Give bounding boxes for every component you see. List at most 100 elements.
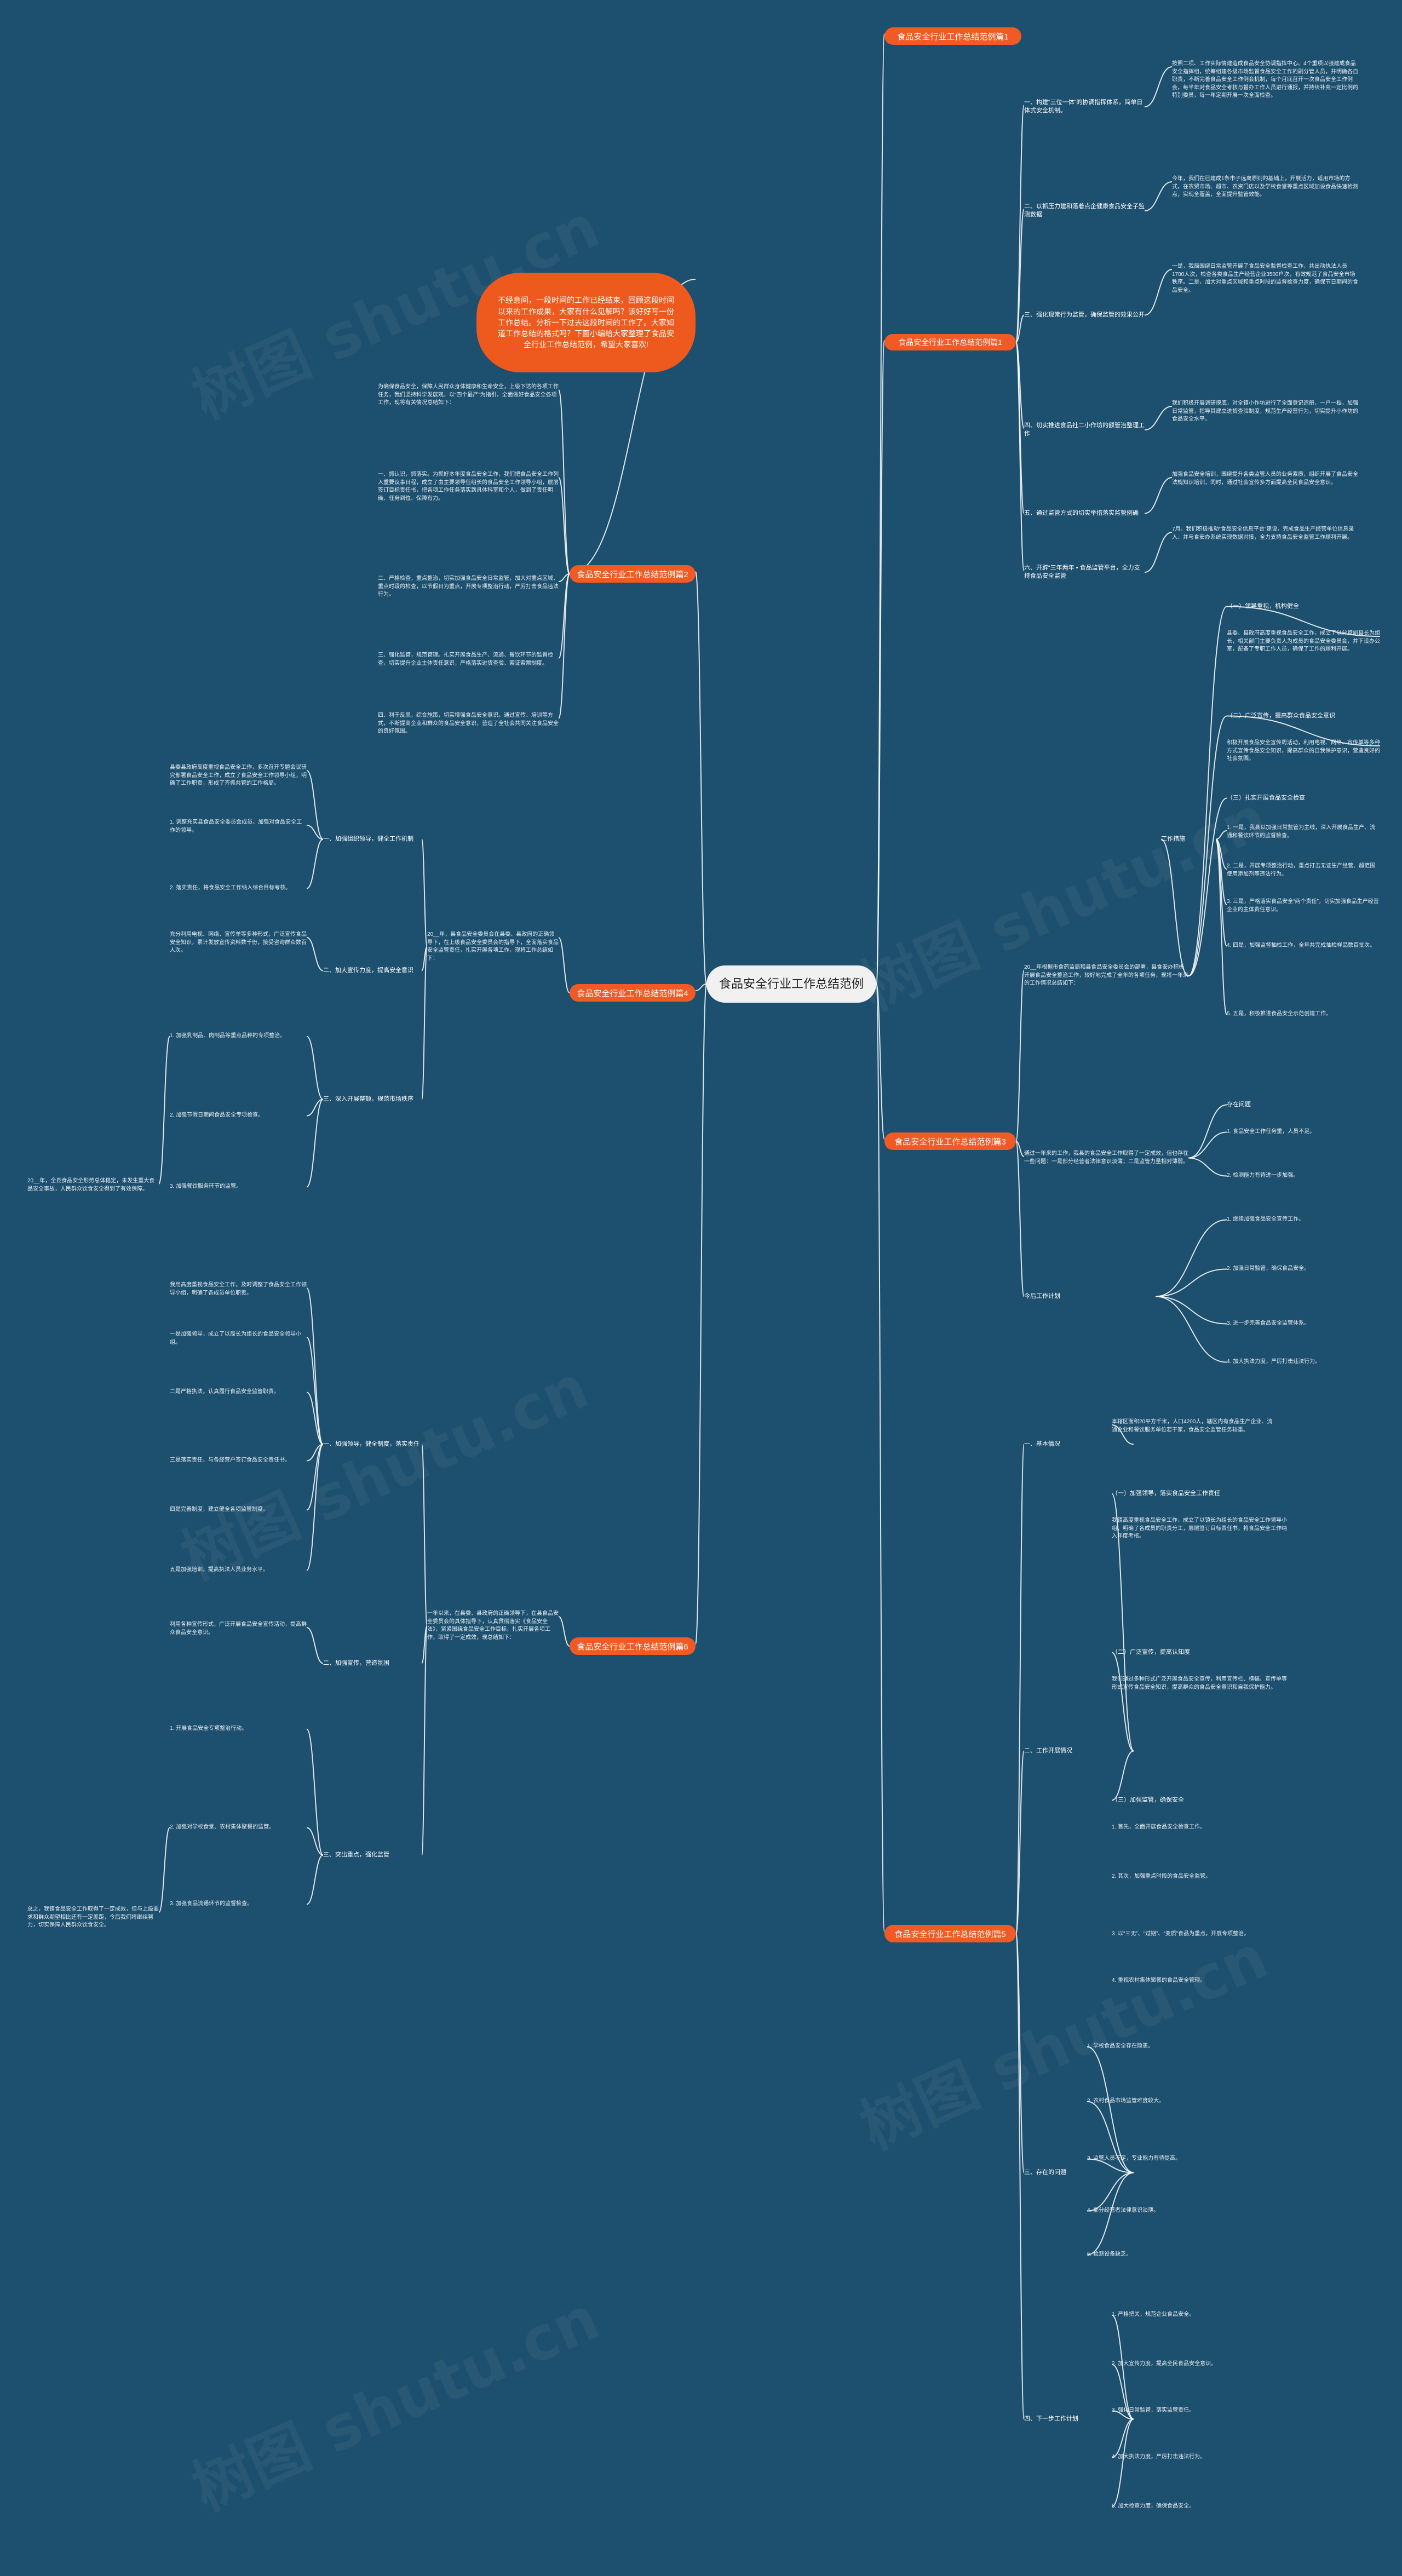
p5-topic-4[interactable]: 四、下一步工作计划 (1024, 2416, 1078, 2422)
p1-topic-3[interactable]: 三、强化现常行为监管，确保监管的效果公开 (1024, 312, 1145, 318)
connector-line (306, 1036, 324, 1100)
p5-problem-3: 3. 监管人员不足，专业能力有待提高。 (1087, 2155, 1181, 2161)
branch-1[interactable]: 食品安全行业工作总结范例篇1 (884, 27, 1021, 45)
connector-line (695, 984, 707, 991)
p6-leaf-10: 3. 加强食品流通环节的监督检查。 (170, 1901, 253, 1907)
connector-line (1015, 1933, 1025, 2420)
p3-intro: 20__年根据市食药监局和县食品安全委员会的部署，县食安办积极开展食品安全整治工… (1024, 964, 1188, 986)
connector-line (1155, 1296, 1227, 1325)
connector-line (421, 1625, 428, 1856)
connector-line (1215, 830, 1227, 840)
p5-topic-1[interactable]: 一、基本情况 (1024, 1441, 1060, 1447)
p1-topic-2[interactable]: 二、以抓压力建和落着点企健康食品安全子监测数据 (1024, 203, 1145, 218)
p6-topic-3[interactable]: 三、突出重点，强化监管 (323, 1852, 389, 1858)
connector-line (306, 1337, 324, 1445)
connector-line (306, 1287, 324, 1445)
connector-line (1111, 2410, 1134, 2420)
connector-line (558, 477, 570, 574)
branch-4[interactable]: 食品安全行业工作总结范例篇4 (570, 984, 696, 1002)
p1-leaf-2: 今年，我们在已建成1条市子远离原则的基础上，开展活力，适用市场的方式，在农贸市场… (1172, 176, 1358, 198)
p3-topic-4[interactable]: 存在问题 (1227, 1101, 1251, 1108)
connector-line (1015, 1444, 1025, 1934)
p3-topic-3[interactable]: （三）扎实开展食品安全检查 (1227, 795, 1305, 801)
connector-line (306, 1444, 324, 1511)
branch-1-sub[interactable]: 食品安全行业工作总结范例篇1 (884, 334, 1016, 350)
p1-topic-4[interactable]: 四、切实推进食品社二小作坊的额管治整理工作 (1024, 422, 1145, 437)
p4-leaf-2: 1. 调整充实县食品安全委员会成员，加强对食品安全工作的领导。 (170, 819, 302, 833)
p5-sub-2-text: 我们通过多种形式广泛开展食品安全宣传，利用宣传栏、横幅、宣传单等形式宣传食品安全… (1112, 1676, 1287, 1691)
connector-line (1188, 1131, 1227, 1159)
p1-topic-1[interactable]: 一、构建“三位一体”的协调指挥体系，简单日体式安全机制。 (1024, 99, 1143, 114)
connector-line (1188, 1104, 1227, 1159)
p1-topic-5[interactable]: 五、通过监管方式的切实举措落实监管例确 (1024, 510, 1139, 516)
connector-line (1188, 797, 1227, 976)
connector-line (1215, 838, 1227, 1015)
connector-line (306, 825, 324, 840)
p3-measure-4: 4. 四是，加强监督抽检工作，全年共完成抽检样品数百批次。 (1227, 942, 1376, 948)
p6-leaf-1: 我局高度重视食品安全工作，及时调整了食品安全工作领导小组，明确了各成员单位职责。 (170, 1282, 307, 1296)
p5-topic-2[interactable]: 二、工作开展情况 (1024, 1747, 1072, 1754)
connector-line (1226, 606, 1381, 637)
p1-leaf-5: 加强食品安全培训，围绕提升各类监管人员的业务素质，组织开展了食品安全法规知识培训… (1172, 472, 1358, 486)
p3-topic-2[interactable]: （二）广泛宣传，提高群众食品安全意识 (1227, 712, 1335, 719)
p4-leaf-5: 1. 加强乳制品、肉制品等重点品种的专项整治。 (170, 1033, 286, 1039)
p6-topic-2[interactable]: 二、加强宣传，营造氛围 (323, 1660, 389, 1666)
p6-topic-1[interactable]: 一、加强领导，健全制度，落实责任 (323, 1441, 420, 1447)
connector-line (158, 1827, 170, 1913)
root-topic-label: 食品安全行业工作总结范例 (719, 977, 864, 991)
p5-sub-3-item-2: 2. 其次，加强重点时段的食品安全监管。 (1112, 1873, 1211, 1879)
p3-topic-1[interactable]: （一）领导重视，机构健全 (1227, 603, 1299, 610)
p5-basic-info: 本辖区面积20平方千米，人口4200人，辖区内有食品生产企业、流通企业和餐饮服务… (1112, 1419, 1273, 1433)
connector-line (1087, 2046, 1134, 2174)
p3-measure-2: 2. 二是，开展专项整治行动，重点打击无证生产经营、超范围使用添加剂等违法行为。 (1227, 863, 1376, 877)
p3-leaf-2: 积极开展食品安全宣传周活动，利用电视、网络、宣传单等多种方式宣传食品安全知识，提… (1227, 740, 1380, 762)
p3-topic-5[interactable]: 今后工作计划 (1024, 1293, 1060, 1300)
p5-problem-5: 5. 检测设备缺乏。 (1087, 2251, 1132, 2257)
p5-sub-3[interactable]: （三）加强监管，确保安全 (1112, 1797, 1184, 1803)
p1-topic-6[interactable]: 六、开辟“三年两年 • 食品监管平台，全力支持食品安全监管 (1024, 565, 1140, 579)
p6-leaf-9: 2. 加强对学校食堂、农村集体聚餐的监管。 (170, 1824, 275, 1830)
p6-leaf-2: 一是加强领导，成立了以局长为组长的食品安全领导小组。 (170, 1331, 301, 1346)
p5-sub-2[interactable]: （二）广泛宣传，提高认知度 (1112, 1649, 1190, 1655)
root-topic[interactable]: 食品安全行业工作总结范例 (706, 965, 876, 1003)
p6-leaf-7: 利用各种宣传形式，广泛开展食品安全宣传活动，提高群众食品安全意识。 (170, 1622, 307, 1636)
p5-plan-5: 5. 加大检查力度，确保食品安全。 (1112, 2503, 1195, 2509)
p2-leaf-2: 二、严格检查，重点整治，切实加强食品安全日常监管，加大对重点区域、重点时段的检查… (378, 576, 559, 597)
connector-line (558, 573, 570, 719)
branch-3[interactable]: 食品安全行业工作总结范例篇3 (884, 1132, 1016, 1150)
connector-line (1111, 2418, 1134, 2458)
p4-topic-2[interactable]: 二、加大宣传力度，提高安全意识 (323, 967, 413, 974)
p4-intro: 20__年，县食品安全委员会在县委、县政府的正确领导下，在上级食品安全委员会的指… (427, 932, 559, 962)
p5-topic-3[interactable]: 三、存在的问题 (1024, 2169, 1066, 2176)
branch-5[interactable]: 食品安全行业工作总结范例篇5 (884, 1925, 1016, 1942)
connector-line (306, 1827, 324, 1856)
connector-line (558, 1616, 570, 1647)
connector-line (1087, 2172, 1134, 2256)
connector-line (1188, 715, 1227, 976)
p6-intro: 一年以来，在县委、县政府的正确领导下，在县食品安全委员会的具体指导下，认真贯彻落… (427, 1611, 559, 1641)
p3-leaf-1: 县委、县政府高度重视食品安全工作，成立了以分管副县长为组长，相关部门主要负责人为… (1227, 630, 1380, 652)
p5-sub-3-item-4: 4. 重视农村集体聚餐的食品安全管理。 (1112, 1977, 1206, 1983)
connector-line (876, 340, 885, 985)
p4-side-note: 20__年，全县食品安全形势总体稳定，未发生重大食品安全事故，人民群众饮食安全得… (27, 1178, 155, 1192)
connector-line (1111, 1750, 1134, 1801)
connector-line (1111, 2364, 1134, 2420)
p4-topic-1[interactable]: 一、加强组织领导，健全工作机制 (323, 836, 413, 842)
connector-line (1015, 1141, 1025, 1297)
p5-plan-3: 3. 强化日常监管，落实监管责任。 (1112, 2407, 1195, 2413)
connector-line (306, 937, 324, 971)
connector-line (306, 838, 324, 889)
connector-line (421, 1625, 428, 1664)
connector-line (306, 1392, 324, 1445)
branch-2[interactable]: 食品安全行业工作总结范例篇2 (570, 565, 696, 583)
connector-line (1155, 1268, 1227, 1297)
p5-sub-1[interactable]: （一）加强领导，落实食品安全工作责任 (1112, 1490, 1220, 1497)
p3-work-measures[interactable]: 工作措施 (1161, 836, 1185, 842)
intro-bubble[interactable]: 不经意间，一段时间的工作已经结束，回顾这段时间以来的工作成果，大家有什么见解吗？… (476, 273, 696, 372)
p4-topic-3[interactable]: 三、深入开展整顿，规范市场秩序 (323, 1096, 413, 1102)
connector-line (1015, 105, 1025, 343)
connector-line (1144, 269, 1173, 316)
branch-6[interactable]: 食品安全行业工作总结范例篇6 (570, 1637, 696, 1655)
connector-line (1188, 1157, 1227, 1177)
